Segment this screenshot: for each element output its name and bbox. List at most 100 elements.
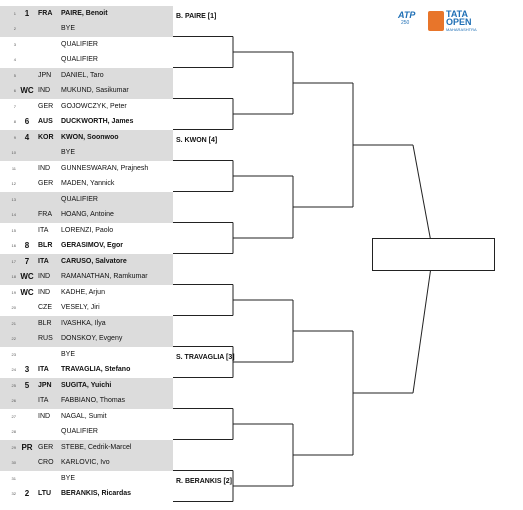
country-code: ITA — [38, 258, 49, 265]
draw-position: 9 — [13, 135, 16, 140]
player-name: KADHE, Arjun — [61, 289, 105, 296]
brand-text: TATA OPEN — [446, 10, 472, 27]
advancing-player: R. BERANKIS [2] — [176, 478, 233, 485]
draw-line: 9 4 KOR KWON, Soonwoo — [0, 130, 173, 145]
country-code: IND — [38, 165, 51, 172]
draw-position: 19 — [11, 290, 16, 295]
draw-position: 25 — [11, 383, 16, 388]
country-code: BLR — [38, 242, 53, 249]
draw-position: 23 — [11, 352, 16, 357]
player-name: GERASIMOV, Egor — [61, 242, 123, 249]
match-box: 9 4 KOR KWON, Soonwoo 10 BYE — [0, 130, 173, 161]
draw-position: 22 — [11, 336, 16, 341]
player-name: KWON, Soonwoo — [61, 134, 119, 141]
champion-box — [372, 238, 495, 271]
draw-position: 11 — [11, 166, 16, 171]
draw-position: 32 — [11, 491, 16, 496]
country-code: ITA — [38, 227, 49, 234]
player-name: PAIRE, Benoit — [61, 10, 108, 17]
country-code: KOR — [38, 134, 54, 141]
seed-label: 2 — [24, 489, 30, 498]
final-connector-bottom — [412, 252, 434, 394]
player-name: DANIEL, Taro — [61, 72, 104, 79]
country-code: IND — [38, 87, 51, 94]
player-name: TRAVAGLIA, Stefano — [61, 366, 131, 373]
country-code: CRO — [38, 459, 54, 466]
draw-line: 10 BYE — [0, 145, 173, 160]
country-code: RUS — [38, 335, 53, 342]
player-name: QUALIFIER — [61, 41, 98, 48]
draw-position: 3 — [13, 42, 16, 47]
country-code: IND — [38, 289, 51, 296]
tournament-logo: ATP 250 TATA OPEN MAHARASHTRA — [398, 10, 478, 36]
seed-label: WC — [20, 272, 34, 281]
brand-sub: MAHARASHTRA — [446, 27, 477, 32]
draw-position: 21 — [11, 321, 16, 326]
player-name: BYE — [61, 149, 76, 156]
country-code: GER — [38, 444, 54, 451]
tata-emblem-icon — [428, 11, 444, 31]
player-name: STEBE, Cedrik-Marcel — [61, 444, 132, 451]
draw-position: 1 — [13, 11, 16, 16]
advancing-player: S. KWON [4] — [176, 137, 218, 144]
country-code: GER — [38, 180, 54, 187]
atp-logo-text: ATP — [398, 10, 416, 20]
country-code: GER — [38, 103, 54, 110]
draw-position: 29 — [11, 445, 16, 450]
player-name: QUALIFIER — [61, 56, 98, 63]
draw-position: 12 — [11, 181, 16, 186]
player-name: MUKUND, Sasikumar — [61, 87, 129, 94]
seed-label: 7 — [24, 257, 30, 266]
player-name: SUGITA, Yuichi — [61, 382, 112, 389]
advancing-player: B. PAIRE [1] — [176, 13, 217, 20]
country-code: IND — [38, 273, 51, 280]
draw-position: 30 — [11, 460, 16, 465]
player-name: KARLOVIC, Ivo — [61, 459, 110, 466]
draw-position: 28 — [11, 429, 16, 434]
country-code: ITA — [38, 397, 49, 404]
country-code: IND — [38, 413, 51, 420]
seed-label: 6 — [24, 117, 30, 126]
draw-position: 5 — [13, 73, 16, 78]
player-name: QUALIFIER — [61, 196, 98, 203]
draw-position: 10 — [11, 150, 16, 155]
draw-position: 31 — [11, 476, 16, 481]
player-name: HOANG, Antoine — [61, 211, 114, 218]
final-connector-top — [412, 144, 434, 254]
seed-label: 4 — [24, 133, 30, 142]
player-name: GOJOWCZYK, Peter — [61, 103, 127, 110]
seed-label: WC — [20, 86, 34, 95]
draw-line: 30 CRO KARLOVIC, Ivo — [0, 455, 173, 470]
player-name: LORENZI, Paolo — [61, 227, 114, 234]
country-code: LTU — [38, 490, 52, 497]
country-code: JPN — [38, 72, 52, 79]
draw-position: 7 — [13, 104, 16, 109]
advancing-player: S. TRAVAGLIA [3] — [176, 354, 235, 361]
player-name: VESELY, Jiri — [61, 304, 100, 311]
brand-line2: OPEN — [446, 17, 472, 27]
